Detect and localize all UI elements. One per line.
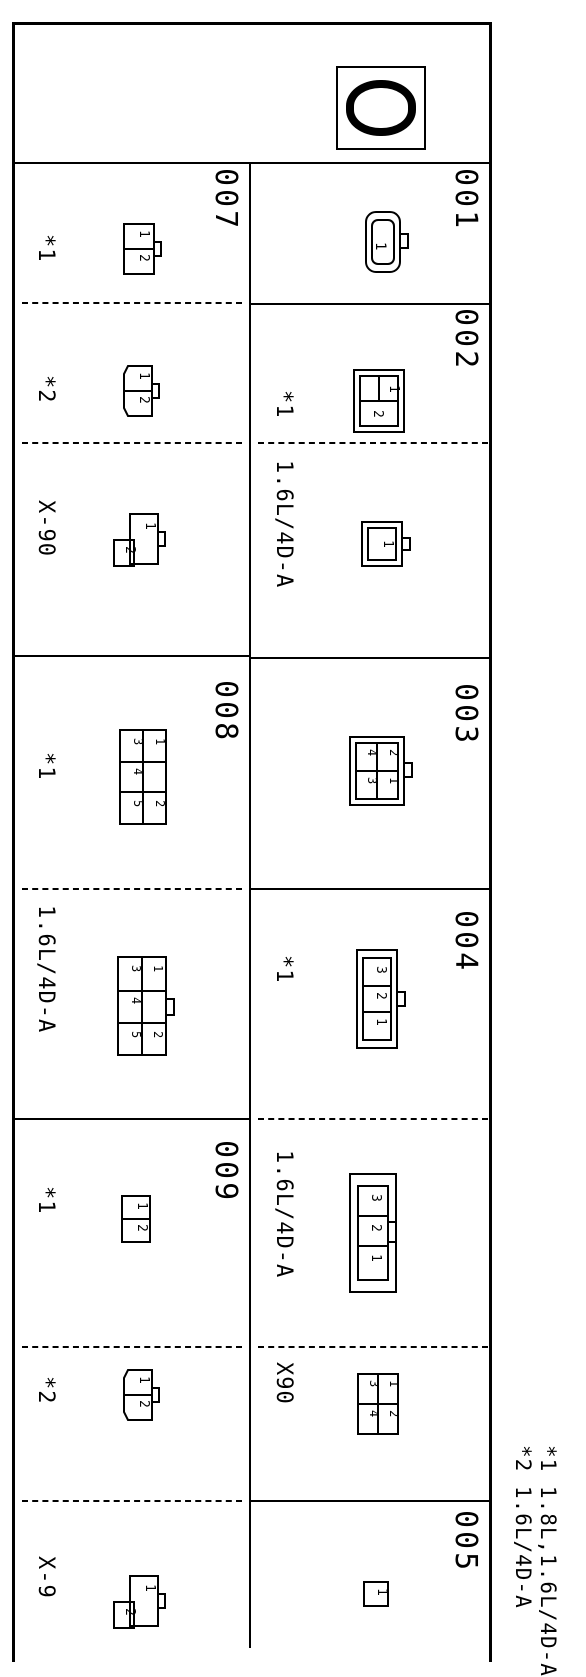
svg-text:1: 1 bbox=[374, 1588, 389, 1596]
svg-text:4: 4 bbox=[129, 997, 143, 1004]
dash-009-b bbox=[22, 1500, 242, 1502]
svg-text:1: 1 bbox=[134, 1202, 149, 1210]
code-008: 008 bbox=[208, 680, 243, 744]
header-divider bbox=[12, 162, 492, 164]
svg-text:1: 1 bbox=[372, 242, 388, 250]
dash-007-b bbox=[22, 442, 242, 444]
connector-001-icon: 1 bbox=[362, 208, 418, 278]
svg-text:4: 4 bbox=[365, 749, 379, 756]
connector-004-icon: 3 2 1 bbox=[355, 948, 411, 1052]
footnote-1: *1 1.8L,1.6L/4D-A bbox=[536, 1445, 560, 1677]
dash-008-a bbox=[22, 888, 242, 890]
svg-text:3: 3 bbox=[367, 1380, 381, 1387]
code-007: 007 bbox=[208, 168, 243, 232]
svg-text:2: 2 bbox=[153, 800, 167, 807]
svg-text:1: 1 bbox=[153, 738, 167, 745]
label-008-b: 1.6L/4D-A bbox=[33, 905, 58, 1034]
svg-text:2: 2 bbox=[122, 1608, 137, 1616]
column-divider bbox=[249, 162, 251, 1648]
divider-007-008 bbox=[12, 655, 249, 657]
label-007-b: *2 bbox=[33, 375, 58, 404]
label-009-a: *1 bbox=[33, 1186, 58, 1215]
code-005: 005 bbox=[448, 1510, 483, 1574]
svg-text:3: 3 bbox=[368, 1194, 383, 1202]
divider-002-003 bbox=[249, 657, 492, 659]
dash-007-a bbox=[22, 302, 242, 304]
svg-text:2: 2 bbox=[134, 1224, 149, 1232]
svg-text:2: 2 bbox=[370, 410, 385, 418]
dash-002-a bbox=[258, 442, 488, 444]
svg-text:2: 2 bbox=[136, 1400, 151, 1408]
svg-text:4: 4 bbox=[131, 768, 145, 775]
divider-008-009 bbox=[12, 1118, 249, 1120]
code-001: 001 bbox=[448, 168, 483, 232]
svg-text:1: 1 bbox=[373, 1018, 388, 1026]
svg-text:3: 3 bbox=[131, 738, 145, 745]
svg-text:2: 2 bbox=[387, 1410, 401, 1417]
logo-box bbox=[336, 66, 426, 150]
svg-text:1: 1 bbox=[142, 1584, 157, 1592]
connector-002b-icon: 1 bbox=[358, 518, 414, 574]
svg-text:2: 2 bbox=[122, 546, 137, 554]
label-004-a: *1 bbox=[271, 955, 296, 984]
label-007-a: *1 bbox=[33, 234, 58, 263]
connector-008a-icon: 1 2 3 4 5 bbox=[118, 728, 178, 828]
svg-text:2: 2 bbox=[151, 1031, 165, 1038]
svg-text:1: 1 bbox=[368, 1254, 383, 1262]
connector-004c-icon: 1 2 3 4 bbox=[356, 1372, 406, 1440]
label-009-c: X-9 bbox=[33, 1556, 58, 1599]
svg-text:1: 1 bbox=[136, 230, 151, 238]
dash-004-a bbox=[258, 1118, 488, 1120]
svg-text:1: 1 bbox=[387, 777, 401, 784]
divider-004-005 bbox=[249, 1500, 492, 1502]
ring-logo-icon bbox=[346, 80, 416, 136]
label-002-b: 1.6L/4D-A bbox=[271, 460, 296, 589]
connector-chart-frame bbox=[12, 22, 492, 1662]
label-007-c: X-90 bbox=[33, 500, 58, 557]
svg-text:3: 3 bbox=[365, 777, 379, 784]
svg-text:1: 1 bbox=[387, 1380, 401, 1387]
svg-text:2: 2 bbox=[136, 396, 151, 404]
dash-009-a bbox=[22, 1346, 242, 1348]
svg-text:4: 4 bbox=[367, 1410, 381, 1417]
connector-003-icon: 2 1 4 3 bbox=[348, 735, 414, 809]
svg-text:3: 3 bbox=[373, 966, 388, 974]
divider-003-004 bbox=[249, 888, 492, 890]
svg-text:5: 5 bbox=[131, 800, 145, 807]
label-008-a: *1 bbox=[33, 752, 58, 781]
svg-text:1: 1 bbox=[380, 540, 395, 548]
label-004-b: 1.6L/4D-A bbox=[271, 1150, 296, 1279]
label-002-a: *1 bbox=[271, 390, 296, 419]
connector-008b-icon: 1 2 3 4 5 bbox=[116, 955, 178, 1059]
connector-004b-icon: 3 2 1 bbox=[348, 1172, 406, 1296]
svg-text:2: 2 bbox=[387, 749, 401, 756]
svg-text:1: 1 bbox=[136, 372, 151, 380]
svg-text:2: 2 bbox=[368, 1224, 383, 1232]
dash-004-b bbox=[258, 1346, 488, 1348]
svg-text:2: 2 bbox=[373, 992, 388, 1000]
code-004: 004 bbox=[448, 910, 483, 974]
code-002: 002 bbox=[448, 308, 483, 372]
svg-text:1: 1 bbox=[142, 522, 157, 530]
svg-text:1: 1 bbox=[151, 965, 165, 972]
connector-005-icon: 1 bbox=[362, 1580, 392, 1610]
label-009-b: *2 bbox=[33, 1376, 58, 1405]
footnote-2: *2 1.6L/4D-A bbox=[511, 1445, 535, 1609]
svg-text:1: 1 bbox=[386, 385, 401, 393]
label-004-c: X90 bbox=[271, 1362, 296, 1405]
code-003: 003 bbox=[448, 683, 483, 747]
svg-text:2: 2 bbox=[136, 254, 151, 262]
svg-text:5: 5 bbox=[129, 1031, 143, 1038]
svg-text:3: 3 bbox=[129, 965, 143, 972]
svg-text:1: 1 bbox=[136, 1376, 151, 1384]
code-009: 009 bbox=[208, 1140, 243, 1204]
divider-001-002 bbox=[249, 303, 492, 305]
